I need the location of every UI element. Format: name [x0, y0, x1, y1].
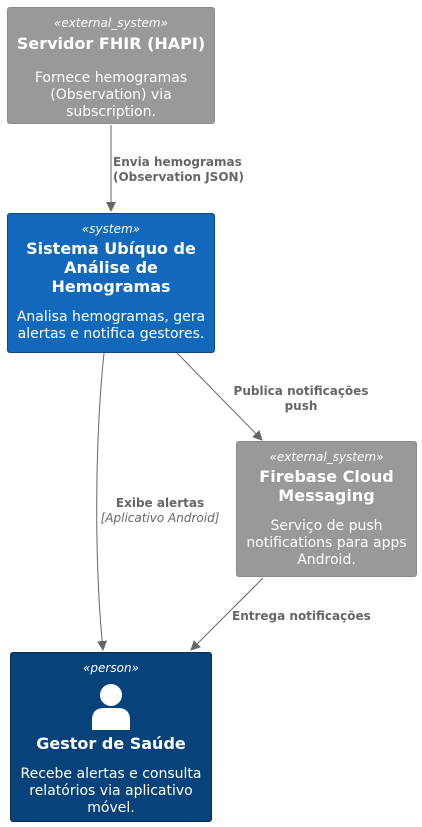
description-line: notifications para apps [246, 535, 407, 551]
node-description: Fornece hemogramas (Observation) via sub… [8, 70, 214, 121]
title-line: Análise de [64, 258, 158, 277]
description-line: alertas e notifica gestores. [17, 326, 205, 342]
node-person-gestor[interactable]: «person» Gestor de Saúde Recebe alertas … [10, 652, 212, 822]
description-line: Recebe alertas e consulta [20, 766, 202, 782]
edge-system-to-person [96, 352, 108, 651]
title-line: Sistema Ubíquo de [26, 239, 196, 258]
node-stereotype: «system» [81, 222, 141, 236]
description-line: (Observation) via [50, 87, 172, 103]
title-line: Hemogramas [51, 277, 171, 296]
node-fhir-server[interactable]: «external_system» Servidor FHIR (HAPI) F… [7, 7, 215, 124]
edge-label-fhir-to-system: Envia hemogramas (Observation JSON) [113, 155, 244, 185]
node-firebase-cloud-messaging[interactable]: «external_system» Firebase Cloud Messagi… [236, 441, 417, 577]
node-description: Analisa hemogramas, gera alertas e notif… [8, 309, 214, 343]
description-line: móvel. [87, 800, 135, 816]
node-title: Servidor FHIR (HAPI) [16, 34, 206, 53]
node-stereotype: «person» [83, 661, 139, 675]
edge-label-line: push [284, 399, 318, 413]
edge-label-line: Envia hemogramas [113, 155, 242, 169]
edge-system-to-fcm [176, 352, 263, 441]
node-title: Firebase Cloud Messaging [237, 467, 416, 505]
edge-label-text: Exibe alertas [115, 496, 205, 510]
description-line: subscription. [66, 104, 156, 120]
node-system[interactable]: «system» Sistema Ubíquo de Análise de He… [7, 213, 215, 353]
edge-label-text: Entrega notificações [232, 609, 371, 623]
node-title: Sistema Ubíquo de Análise de Hemogramas [8, 239, 214, 296]
edge-label-line: Publica notificações [233, 384, 369, 398]
node-stereotype: «external_system» [54, 16, 168, 30]
node-title: Gestor de Saúde [36, 734, 186, 753]
title-line: Messaging [278, 486, 375, 505]
description-line: Serviço de push [270, 518, 383, 534]
description-line: relatórios via aplicativo [29, 783, 193, 799]
edge-label-system-to-fcm: Publica notificações push [228, 384, 374, 414]
node-description: Serviço de push notifications para apps … [237, 518, 416, 569]
edge-label-technology: [Aplicativo Android] [100, 511, 220, 525]
edge-label-line: (Observation JSON) [113, 170, 245, 184]
description-line: Analisa hemogramas, gera [16, 309, 206, 325]
person-icon [92, 684, 130, 730]
description-line: Android. [297, 552, 356, 568]
edge-label-system-to-person: Exibe alertas [Aplicativo Android] [97, 496, 223, 526]
node-stereotype: «external_system» [269, 450, 384, 464]
edge-fcm-to-person [190, 577, 264, 651]
description-line: Fornece hemogramas [34, 70, 188, 86]
title-line: Firebase Cloud [259, 467, 394, 486]
edge-label-fcm-to-person: Entrega notificações [232, 609, 371, 624]
node-description: Recebe alertas e consulta relatórios via… [11, 766, 211, 817]
